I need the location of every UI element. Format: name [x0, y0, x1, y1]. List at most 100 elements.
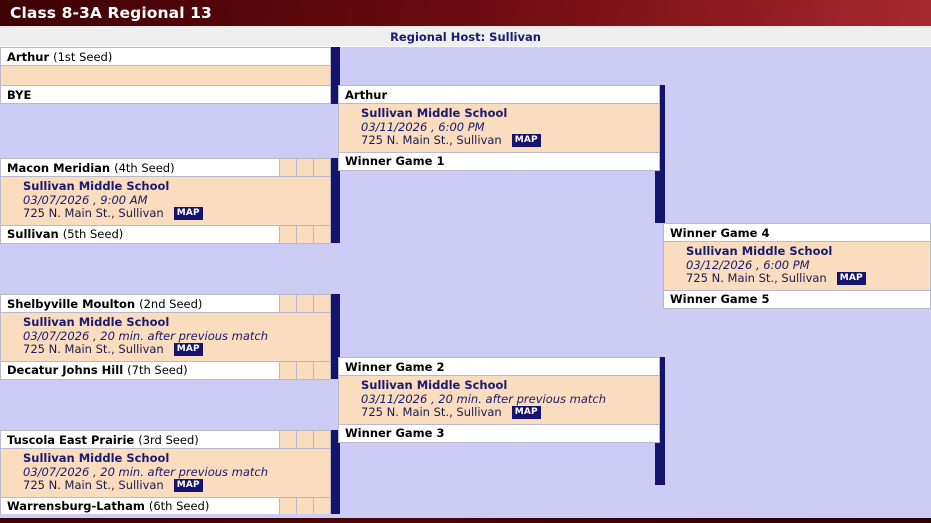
map-icon[interactable]: MAP	[836, 272, 866, 286]
team-row-bottom[interactable]: Winner Game 3	[338, 423, 660, 443]
game-block-2: Shelbyville Moulton(2nd Seed) Sullivan M…	[0, 294, 331, 380]
team-row-bottom[interactable]: BYE	[0, 85, 331, 104]
team-name-text: Decatur Johns Hill	[7, 363, 124, 377]
connector-round2-game-4	[655, 85, 665, 223]
venue-name: Sullivan Middle School	[23, 451, 170, 465]
score-cell-1[interactable]	[279, 159, 296, 176]
score-cell-2[interactable]	[296, 361, 313, 379]
team-row-top[interactable]: Arthur	[338, 85, 660, 104]
game-block-3: Tuscola East Prairie(3rd Seed) Sullivan …	[0, 430, 331, 514]
score-cells	[279, 431, 330, 448]
team-row-bottom[interactable]: Warrensburg-Latham(6th Seed)	[0, 496, 331, 514]
venue-address: 725 N. Main St., Sullivan	[23, 342, 164, 356]
venue-address-line: 725 N. Main St., Sullivan MAP	[686, 271, 930, 286]
team-row-bottom[interactable]: Sullivan(5th Seed)	[0, 224, 331, 244]
connector-round1-game-1	[330, 158, 340, 243]
score-cells	[279, 159, 330, 176]
team-name-cell: Winner Game 5	[664, 290, 930, 308]
score-cell-2[interactable]	[296, 225, 313, 243]
map-icon[interactable]: MAP	[511, 406, 541, 420]
team-name-cell: Arthur	[339, 86, 659, 103]
map-icon[interactable]: MAP	[173, 343, 203, 357]
score-cell-2[interactable]	[296, 431, 313, 448]
game-detail: Sullivan Middle School 03/11/2026 , 6:00…	[338, 104, 660, 152]
game-block-bye: Arthur(1st Seed) BYE	[0, 47, 331, 104]
team-row-top[interactable]: Winner Game 2	[338, 357, 660, 376]
score-cell-3[interactable]	[313, 225, 330, 243]
venue-name: Sullivan Middle School	[361, 378, 508, 392]
game-datetime: 03/07/2026 , 9:00 AM	[23, 192, 148, 207]
team-name-text: Winner Game 4	[670, 225, 770, 240]
game-detail: Sullivan Middle School 03/12/2026 , 6:00…	[663, 242, 931, 290]
team-name-cell: Winner Game 4	[664, 224, 930, 241]
score-cell-3[interactable]	[313, 497, 330, 514]
game-block-5: Winner Game 2 Sullivan Middle School 03/…	[338, 357, 660, 443]
score-cell-2[interactable]	[296, 497, 313, 514]
team-seed-text: (1st Seed)	[53, 49, 113, 64]
team-seed-text: (3rd Seed)	[138, 432, 199, 447]
team-name-cell: Shelbyville Moulton(2nd Seed)	[1, 295, 279, 312]
team-name-text: Warrensburg-Latham	[7, 499, 145, 513]
game-datetime: 03/12/2026 , 6:00 PM	[686, 257, 810, 272]
team-name-text: Winner Game 5	[670, 292, 770, 306]
team-seed-text: (2nd Seed)	[139, 296, 203, 311]
connector-round1-game-2	[330, 294, 340, 379]
score-cells	[279, 497, 330, 514]
bracket-canvas: Arthur(1st Seed) BYE Macon Meridian(4th …	[0, 47, 931, 514]
team-name-cell: Macon Meridian(4th Seed)	[1, 159, 279, 176]
map-icon[interactable]: MAP	[173, 207, 203, 221]
score-cell-1[interactable]	[279, 295, 296, 312]
game-block-1: Macon Meridian(4th Seed) Sullivan Middle…	[0, 158, 331, 244]
team-name-text: Arthur	[345, 87, 388, 102]
venue-address-line: 725 N. Main St., Sullivan MAP	[23, 206, 330, 221]
team-name-text: Shelbyville Moulton	[7, 296, 136, 311]
bracket-title-bar: Class 8-3A Regional 13	[0, 0, 931, 27]
team-name-text: Winner Game 2	[345, 359, 445, 374]
venue-name: Sullivan Middle School	[686, 244, 833, 258]
score-cell-1[interactable]	[279, 361, 296, 379]
team-name-cell: BYE	[1, 86, 330, 103]
game-detail: Sullivan Middle School 03/07/2026 , 20 m…	[0, 449, 331, 497]
venue-address-line: 725 N. Main St., Sullivan MAP	[23, 478, 330, 493]
team-row-top[interactable]: Tuscola East Prairie(3rd Seed)	[0, 430, 331, 449]
team-row-bottom[interactable]: Winner Game 1	[338, 151, 660, 171]
team-row-top[interactable]: Macon Meridian(4th Seed)	[0, 158, 331, 177]
connector-round1-game-bye	[330, 47, 340, 104]
score-cell-3[interactable]	[313, 431, 330, 448]
team-name-text: Macon Meridian	[7, 160, 111, 175]
score-cell-3[interactable]	[313, 361, 330, 379]
venue-name: Sullivan Middle School	[361, 106, 508, 120]
team-row-top[interactable]: Winner Game 4	[663, 223, 931, 242]
map-icon[interactable]: MAP	[173, 479, 203, 493]
venue-address: 725 N. Main St., Sullivan	[361, 133, 502, 147]
venue-address-line: 725 N. Main St., Sullivan MAP	[361, 133, 659, 148]
score-cell-3[interactable]	[313, 159, 330, 176]
team-name-cell: Sullivan(5th Seed)	[1, 225, 279, 243]
venue-address: 725 N. Main St., Sullivan	[361, 405, 502, 419]
team-name-cell: Winner Game 2	[339, 358, 659, 375]
team-row-top[interactable]: Arthur(1st Seed)	[0, 47, 331, 66]
score-cell-1[interactable]	[279, 497, 296, 514]
map-icon[interactable]: MAP	[511, 134, 541, 148]
score-cells	[279, 295, 330, 312]
team-name-text: Winner Game 3	[345, 426, 445, 440]
game-datetime: 03/11/2026 , 20 min. after previous matc…	[361, 391, 607, 406]
team-seed-text: (4th Seed)	[114, 160, 175, 175]
team-name-cell: Warrensburg-Latham(6th Seed)	[1, 497, 279, 514]
score-cell-3[interactable]	[313, 295, 330, 312]
team-row-bottom[interactable]: Decatur Johns Hill(7th Seed)	[0, 360, 331, 380]
team-name-text: BYE	[7, 87, 32, 102]
score-cell-2[interactable]	[296, 295, 313, 312]
game-detail-empty	[0, 66, 331, 85]
team-row-bottom[interactable]: Winner Game 5	[663, 289, 931, 309]
team-name-cell: Arthur(1st Seed)	[1, 48, 330, 65]
team-row-top[interactable]: Shelbyville Moulton(2nd Seed)	[0, 294, 331, 313]
venue-address: 725 N. Main St., Sullivan	[23, 478, 164, 492]
regional-host-bar: Regional Host: Sullivan	[0, 27, 931, 47]
venue-address: 725 N. Main St., Sullivan	[23, 206, 164, 220]
venue-name: Sullivan Middle School	[23, 179, 170, 193]
score-cell-2[interactable]	[296, 159, 313, 176]
score-cell-1[interactable]	[279, 431, 296, 448]
score-cell-1[interactable]	[279, 225, 296, 243]
team-name-text: Winner Game 1	[345, 154, 445, 168]
